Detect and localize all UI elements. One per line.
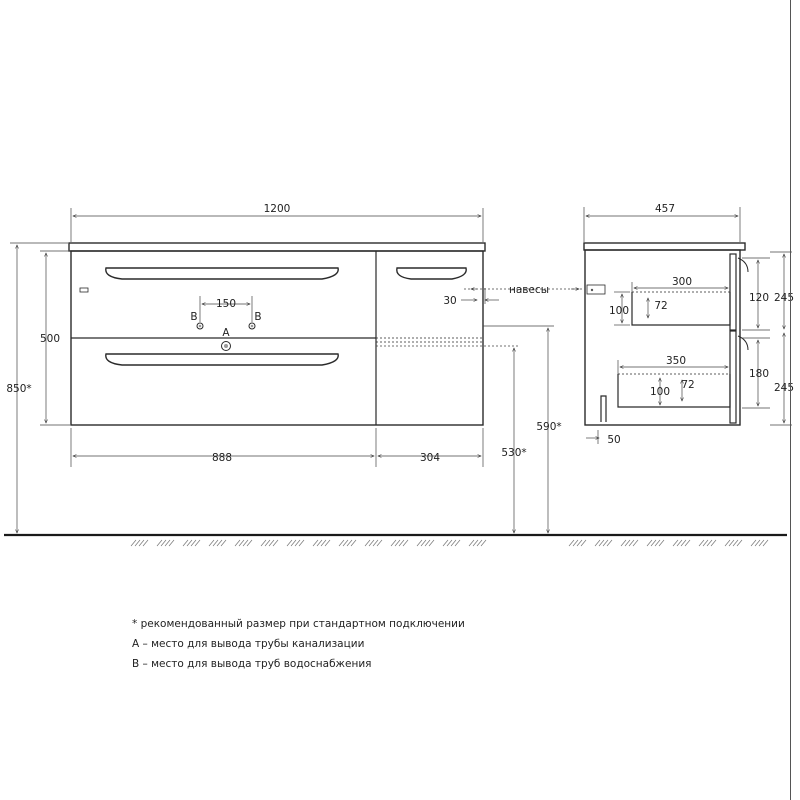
handle-top-left bbox=[105, 267, 339, 280]
floor-hatch-right bbox=[568, 539, 769, 547]
dim-left-width: 888 bbox=[212, 452, 232, 464]
dim-inner-100-bottom: 100 bbox=[650, 386, 670, 398]
label-pipe-a: A bbox=[222, 327, 230, 339]
wall-hook bbox=[586, 284, 606, 295]
label-pipe-b-left: B bbox=[190, 311, 197, 323]
note-pipe-b: В – место для вывода труб водоснабжения bbox=[132, 658, 372, 670]
logo-mark bbox=[79, 287, 89, 293]
dim-height-530: 530* bbox=[501, 447, 526, 459]
dim-drawer-bottom-depth: 350 bbox=[666, 355, 686, 367]
pipe-b-left bbox=[196, 322, 204, 330]
side-body bbox=[584, 249, 741, 426]
side-countertop bbox=[583, 242, 746, 251]
dim-drawer-top-height: 120 bbox=[749, 292, 769, 304]
note-recommended: * рекомендованный размер при стандартном… bbox=[132, 618, 465, 630]
handle-bottom-left bbox=[105, 353, 339, 366]
note-pipe-a: А – место для вывода трубы канализации bbox=[132, 638, 365, 650]
dim-hook-offset: 30 bbox=[443, 295, 456, 307]
front-view bbox=[68, 242, 486, 426]
dim-drawer-bottom-front: 245 bbox=[774, 382, 794, 394]
dim-inner-100-top: 100 bbox=[609, 305, 629, 317]
dim-total-height: 850* bbox=[6, 383, 31, 395]
label-hooks: навесы bbox=[509, 284, 549, 296]
side-drawer-bottom bbox=[617, 374, 731, 408]
dim-inner-72-top: 72 bbox=[654, 300, 667, 312]
front-dimensions bbox=[10, 208, 584, 533]
side-view bbox=[583, 242, 749, 426]
handle-top-right bbox=[396, 267, 467, 280]
dim-total-width: 1200 bbox=[264, 203, 291, 215]
side-dimensions bbox=[583, 207, 792, 444]
dim-side-offset: 50 bbox=[607, 434, 620, 446]
legend-notes: * рекомендованный размер при стандартном… bbox=[132, 614, 465, 674]
dim-drawer-bottom-height: 180 bbox=[749, 368, 769, 380]
dim-right-width: 304 bbox=[420, 452, 440, 464]
dim-drawer-top-depth: 300 bbox=[672, 276, 692, 288]
pipe-a bbox=[221, 341, 231, 351]
side-drawer-top bbox=[631, 292, 731, 326]
dim-inner-72-bottom: 72 bbox=[681, 379, 694, 391]
countertop bbox=[68, 242, 486, 252]
dim-depth: 457 bbox=[655, 203, 675, 215]
dim-height-590: 590* bbox=[536, 421, 561, 433]
dim-body-height: 500 bbox=[40, 333, 60, 345]
label-pipe-b-right: B bbox=[254, 311, 261, 323]
floor bbox=[4, 533, 787, 547]
floor-hatch-left bbox=[130, 539, 487, 547]
pipe-b-right bbox=[248, 322, 256, 330]
page-border bbox=[790, 0, 791, 800]
dim-drawer-top-front: 245 bbox=[774, 292, 794, 304]
dim-pipe-spacing: 150 bbox=[216, 298, 236, 310]
